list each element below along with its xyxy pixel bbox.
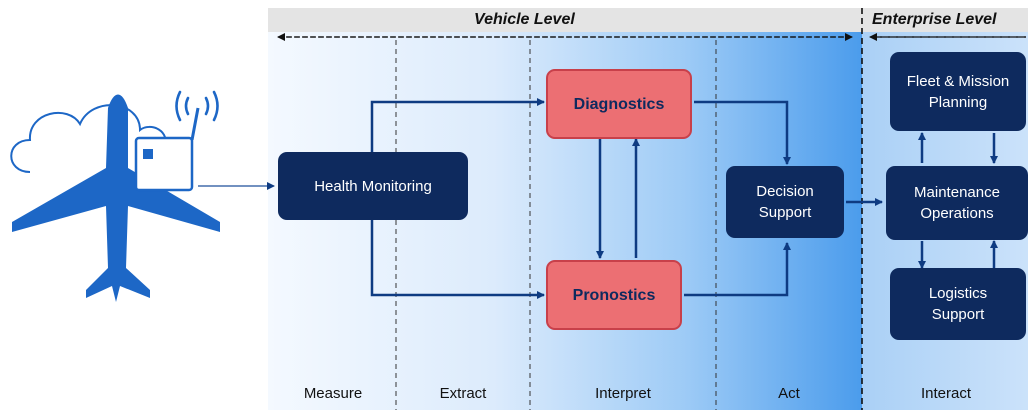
decision-support-node: Decision Support [726, 166, 844, 238]
stage-measure: Measure [303, 385, 363, 402]
stage-interpret: Interpret [595, 385, 651, 402]
stage-interact: Interact [920, 385, 972, 402]
fleet-mission-planning-node: Fleet & Mission Planning [890, 52, 1026, 131]
wireless-signal-icon [175, 90, 219, 122]
stage-separators [395, 40, 717, 410]
pronostics-node: Pronostics [546, 260, 682, 330]
stage-act: Act [778, 385, 800, 402]
stage-extract: Extract [439, 385, 487, 402]
logistics-support-node: Logistics Support [890, 268, 1026, 340]
vehicle-level-label: Vehicle Level [470, 10, 579, 30]
sensor-box-icon [134, 107, 200, 192]
maintenance-operations-node: Maintenance Operations [886, 166, 1028, 240]
enterprise-level-label: Enterprise Level [868, 10, 1001, 30]
diagnostics-node: Diagnostics [546, 69, 692, 139]
aircraft-icon [12, 94, 220, 302]
flow-arrows [370, 98, 998, 299]
cloud-icon [10, 104, 167, 173]
health-monitoring-node: Health Monitoring [278, 152, 468, 220]
